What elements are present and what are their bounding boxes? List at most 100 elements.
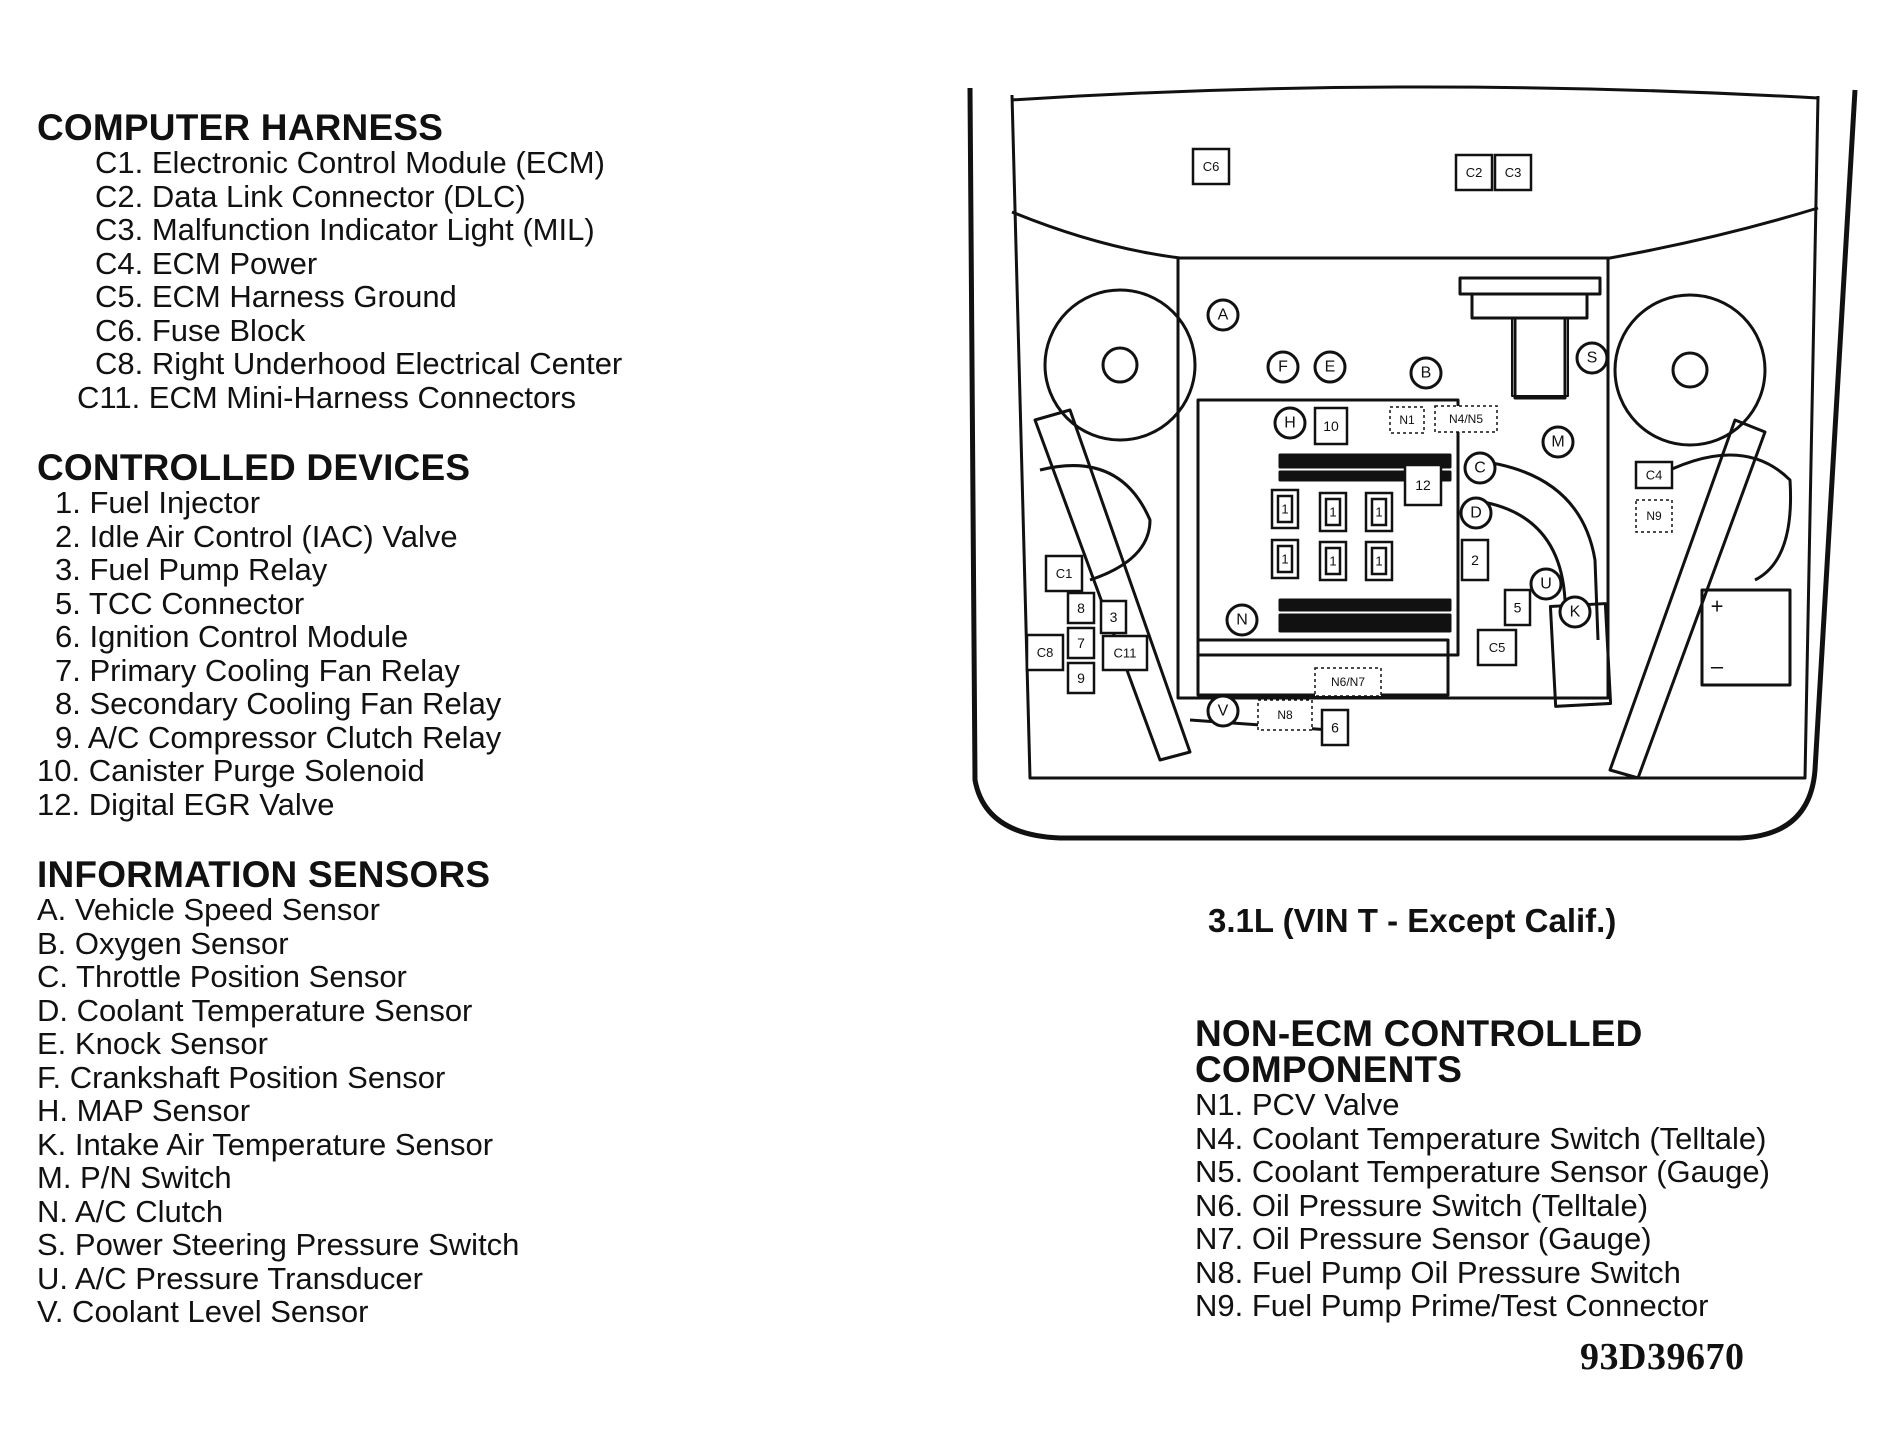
box-d10 xyxy=(1313,406,1349,446)
sensor-label-u: U xyxy=(1540,576,1552,593)
box-label-n67: N6/N7 xyxy=(1331,675,1365,689)
box-label-n9: N9 xyxy=(1646,509,1662,523)
legend-item: K. Intake Air Temperature Sensor xyxy=(37,1126,494,1162)
box-label-c5: C5 xyxy=(1489,640,1506,655)
legend-item: N5. Coolant Temperature Sensor (Gauge) xyxy=(1195,1154,1770,1189)
box-label-d7: 7 xyxy=(1077,635,1085,651)
legend-item: C4. ECM Power xyxy=(95,245,318,281)
section-title: COMPONENTS xyxy=(1195,1049,1463,1090)
sensor-label-k: K xyxy=(1570,604,1581,621)
sensor-label-d: D xyxy=(1470,505,1482,522)
box-d9 xyxy=(1066,661,1096,695)
box-label-n8: N8 xyxy=(1277,708,1293,722)
box-label-d1: 1 xyxy=(1281,552,1288,567)
legend-item: C3. Malfunction Indicator Light (MIL) xyxy=(95,212,595,247)
legend-item: N4. Coolant Temperature Switch (Telltale… xyxy=(1195,1120,1767,1156)
sensor-label-a: A xyxy=(1218,307,1229,324)
cowl-panel xyxy=(1011,206,1819,260)
box-n8 xyxy=(1257,699,1313,731)
box-n45 xyxy=(1434,405,1498,433)
right-strut-tower xyxy=(1613,293,1767,447)
box-label-d6: 6 xyxy=(1331,720,1339,736)
sensor-v xyxy=(1206,694,1240,728)
box-d3 xyxy=(1099,599,1128,635)
box-label-d9: 9 xyxy=(1077,670,1085,686)
injector-inner xyxy=(1370,497,1388,527)
legend-item: A. Vehicle Speed Sensor xyxy=(37,892,380,927)
engine-block xyxy=(1176,256,1610,700)
box-c5 xyxy=(1476,628,1518,667)
box-label-c1: C1 xyxy=(1056,566,1073,581)
legend-item: 5. TCC Connector xyxy=(55,585,305,621)
legend-item: 2. Idle Air Control (IAC) Valve xyxy=(55,518,458,554)
legend-item: B. Oxygen Sensor xyxy=(37,925,289,961)
legend-item: U. A/C Pressure Transducer xyxy=(37,1260,423,1296)
sensor-label-e: E xyxy=(1325,359,1336,376)
box-d6 xyxy=(1320,708,1350,747)
controlled-devices-legend: CONTROLLED DEVICES 1. Fuel Injector 2. I… xyxy=(37,447,502,821)
computer-harness-legend: COMPUTER HARNESS C1. Electronic Control … xyxy=(37,109,623,414)
legend-item: C5. ECM Harness Ground xyxy=(95,279,457,314)
box-label-d1: 1 xyxy=(1375,505,1382,520)
section-title: CONTROLLED DEVICES xyxy=(37,447,471,488)
legend-item: 10. Canister Purge Solenoid xyxy=(37,753,425,788)
sensor-label-b: B xyxy=(1421,365,1432,382)
box-label-c8: C8 xyxy=(1037,645,1054,660)
right-frame-rail xyxy=(1608,418,1767,780)
legend-item: C8. Right Underhood Electrical Center xyxy=(95,346,623,381)
legend-item: 8. Secondary Cooling Fan Relay xyxy=(55,686,502,721)
box-c3 xyxy=(1493,153,1533,192)
legend-item: 9. A/C Compressor Clutch Relay xyxy=(55,719,502,755)
box-c1 xyxy=(1044,554,1084,593)
box-d12 xyxy=(1403,463,1443,507)
sensor-f xyxy=(1266,350,1300,384)
legend-item: C6. Fuse Block xyxy=(95,312,306,348)
injector-inner xyxy=(1276,544,1294,574)
legend-item: V. Coolant Level Sensor xyxy=(37,1294,369,1329)
sensor-label-n: N xyxy=(1236,612,1248,629)
legend-item: 7. Primary Cooling Fan Relay xyxy=(55,652,460,688)
box-label-d12: 12 xyxy=(1415,477,1431,493)
box-label-n1: N1 xyxy=(1399,413,1415,427)
information-sensors-legend: INFORMATION SENSORS A. Vehicle Speed Sen… xyxy=(37,854,520,1329)
legend-item: C1. Electronic Control Module (ECM) xyxy=(95,145,605,180)
box-c11 xyxy=(1101,634,1149,672)
box-c2 xyxy=(1454,153,1494,192)
legend-item: H. MAP Sensor xyxy=(37,1093,251,1128)
left-strut-tower xyxy=(1043,288,1197,442)
battery-plus: + xyxy=(1711,594,1724,619)
sensor-k xyxy=(1558,595,1592,629)
box-d5 xyxy=(1503,588,1532,627)
sensor-b xyxy=(1409,356,1443,390)
box-label-d8: 8 xyxy=(1077,600,1085,616)
box-label-c3: C3 xyxy=(1505,165,1522,180)
sensor-label-f: F xyxy=(1278,359,1288,376)
legend-item: C2. Data Link Connector (DLC) xyxy=(95,178,526,214)
box-c8 xyxy=(1025,633,1065,672)
box-label-n45: N4/N5 xyxy=(1449,412,1483,426)
non-ecm-legend: NON-ECM CONTROLLED COMPONENTS N1. PCV Va… xyxy=(1195,1013,1770,1323)
battery-minus: – xyxy=(1711,654,1724,679)
box-label-c4: C4 xyxy=(1646,468,1663,483)
sensor-e xyxy=(1313,350,1347,384)
legend-item: 6. Ignition Control Module xyxy=(55,619,409,654)
box-d7 xyxy=(1066,626,1096,660)
legend-item: N1. PCV Valve xyxy=(1195,1087,1400,1122)
sensor-label-m: M xyxy=(1551,434,1564,451)
injector-inner xyxy=(1324,497,1342,527)
section-title: NON-ECM CONTROLLED xyxy=(1195,1013,1643,1054)
sensor-u xyxy=(1529,567,1563,601)
legend-item: S. Power Steering Pressure Switch xyxy=(37,1227,520,1262)
box-label-d2: 2 xyxy=(1471,552,1479,568)
sensor-a xyxy=(1206,298,1240,332)
legend-item: N. A/C Clutch xyxy=(37,1193,224,1229)
box-n67 xyxy=(1314,667,1382,697)
inner-outline xyxy=(1010,94,1820,780)
injector-inner xyxy=(1276,494,1294,524)
legend-item: D. Coolant Temperature Sensor xyxy=(37,992,473,1028)
section-title: INFORMATION SENSORS xyxy=(37,854,491,895)
box-n9 xyxy=(1635,499,1673,533)
legend-item: N7. Oil Pressure Sensor (Gauge) xyxy=(1195,1221,1652,1256)
box-label-d10: 10 xyxy=(1323,418,1339,434)
injector-inner xyxy=(1370,546,1388,576)
